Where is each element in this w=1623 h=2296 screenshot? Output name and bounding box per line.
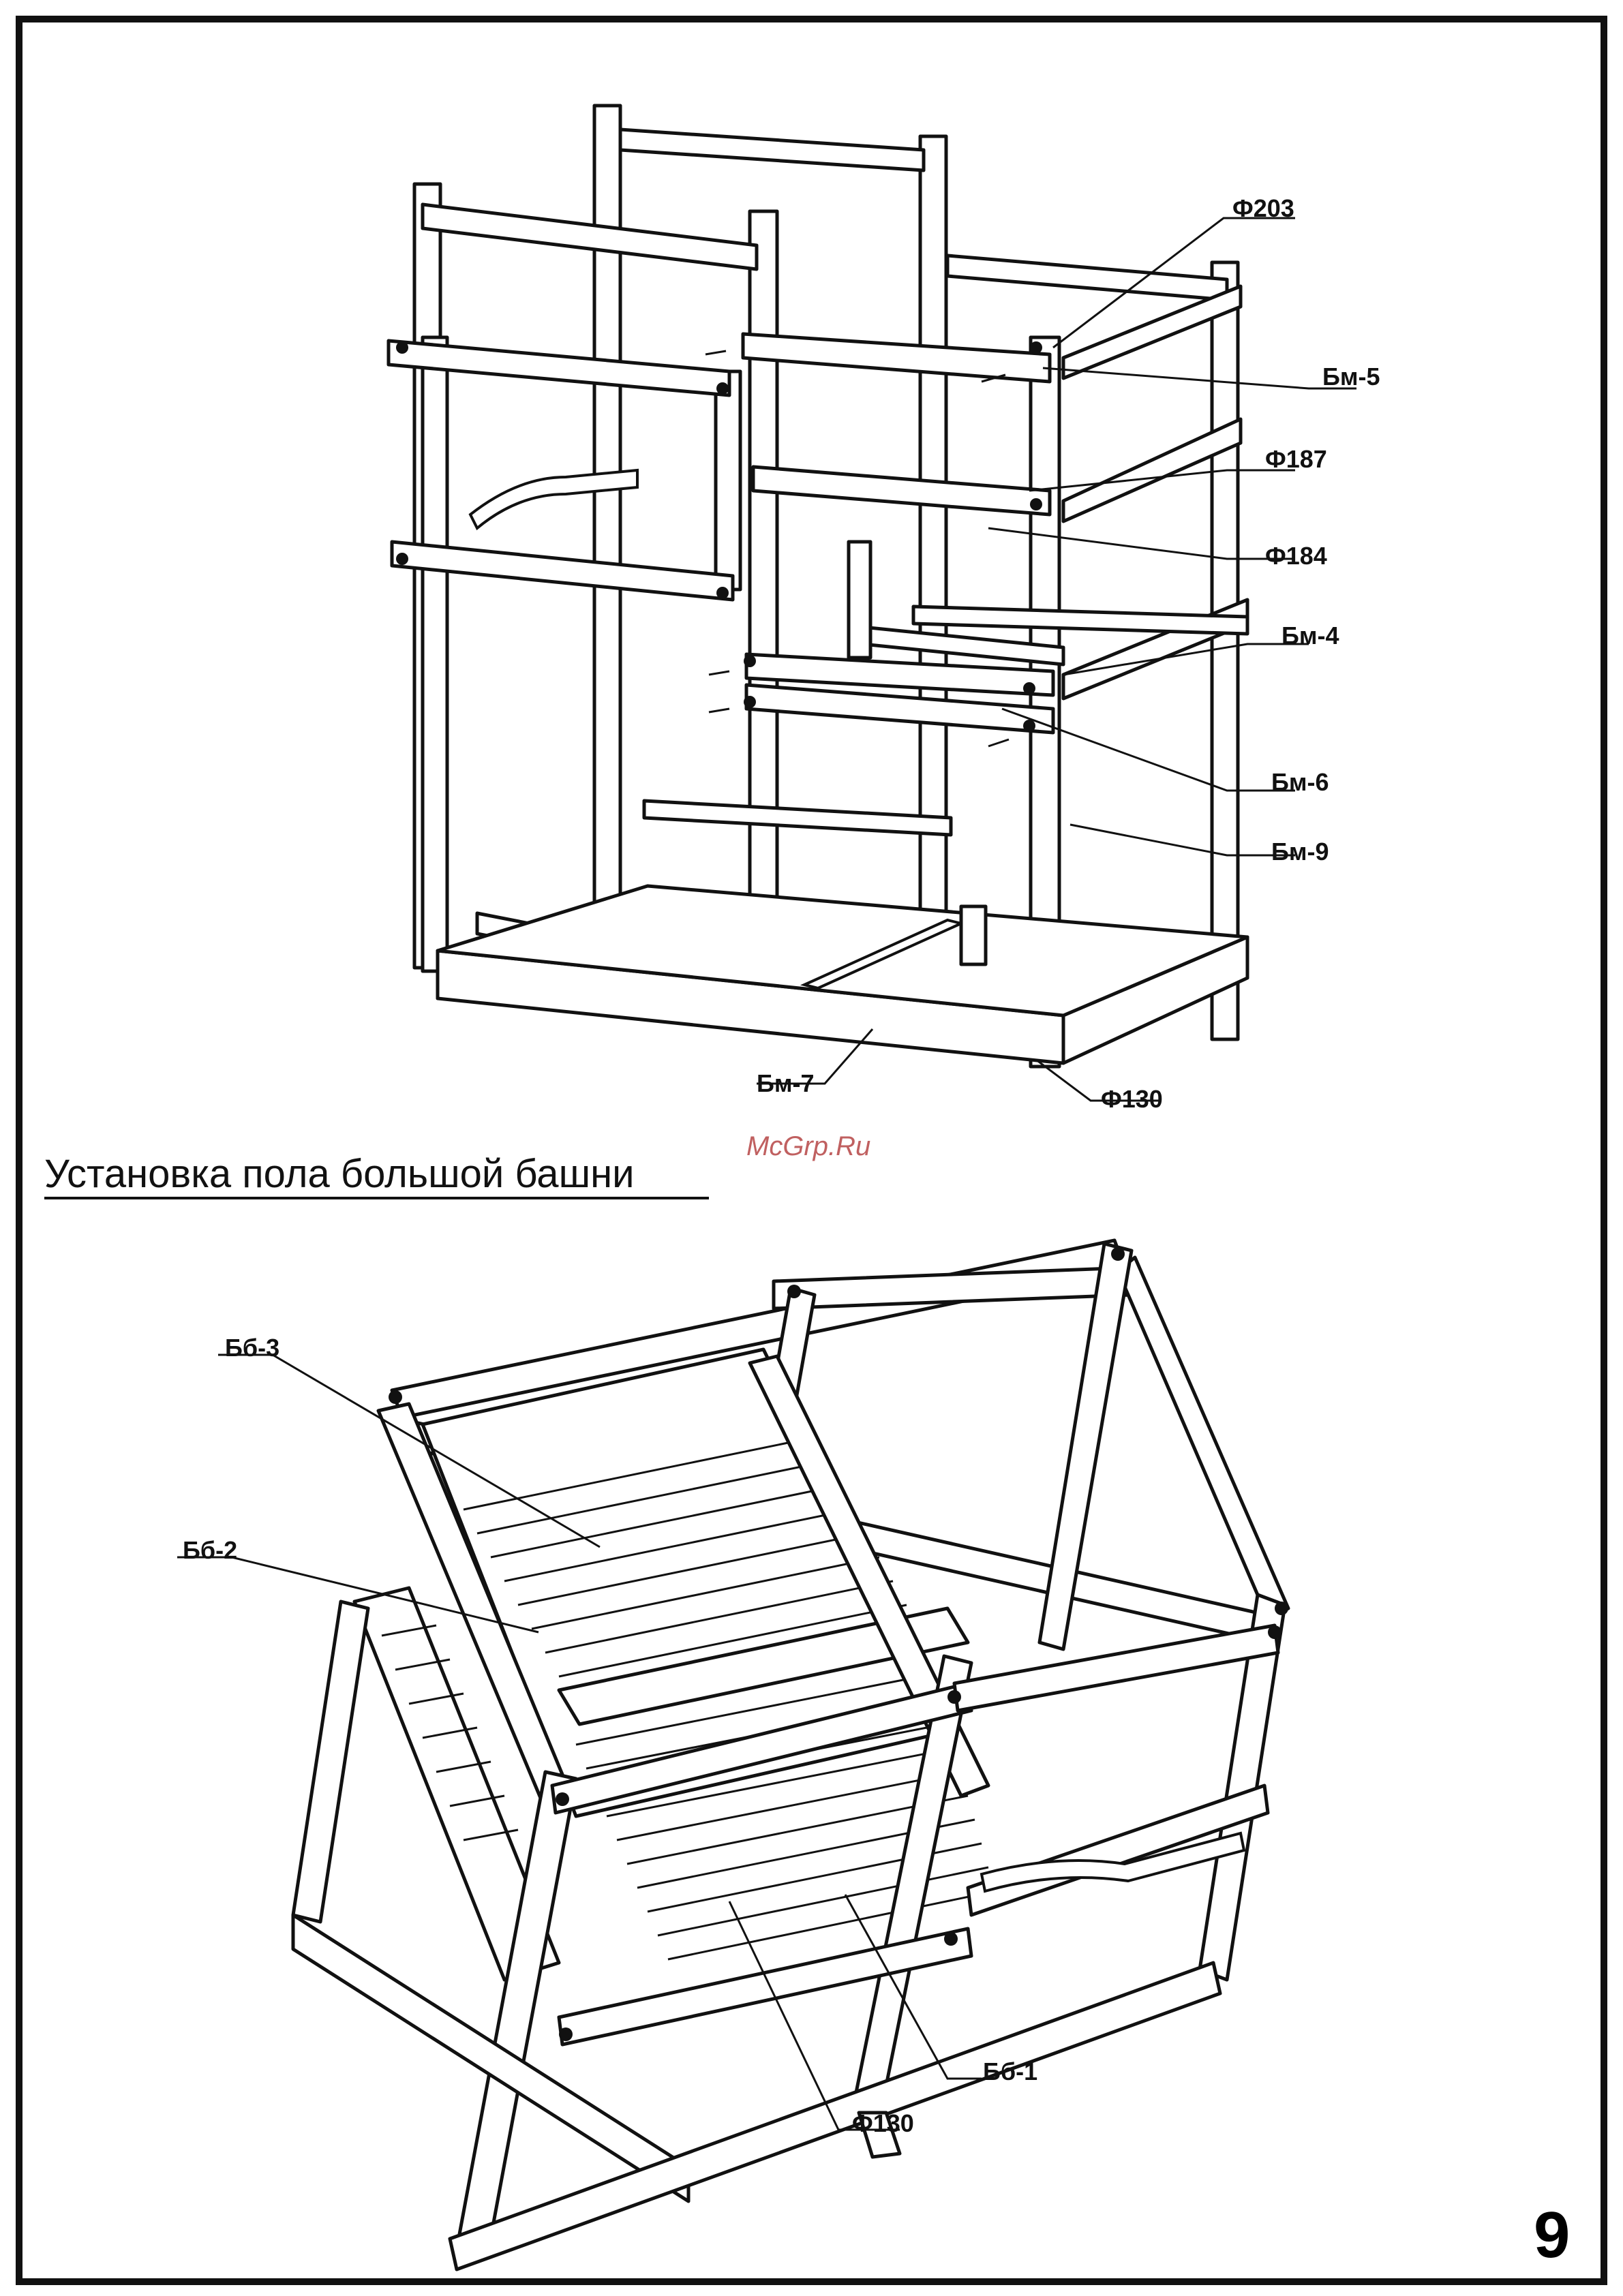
label-f130-top: Ф130 bbox=[1101, 1085, 1163, 1113]
label-bm4: Бм-4 bbox=[1281, 622, 1339, 649]
page-number: 9 bbox=[1534, 2199, 1570, 2271]
label-f203: Ф203 bbox=[1232, 194, 1294, 222]
label-f187: Ф187 bbox=[1265, 445, 1327, 473]
diagram-bottom-frame bbox=[293, 1240, 1288, 2269]
section-title: Установка пола большой башни bbox=[44, 1152, 635, 1196]
watermark: McGrp.Ru bbox=[746, 1131, 870, 1161]
label-bm6: Бм-6 bbox=[1271, 768, 1329, 796]
label-bb3: Бб-3 bbox=[225, 1334, 279, 1362]
label-bm7: Бм-7 bbox=[757, 1069, 815, 1097]
label-bb1: Бб-1 bbox=[983, 2057, 1037, 2085]
label-f130-bottom: Ф130 bbox=[852, 2109, 914, 2137]
label-f184: Ф184 bbox=[1265, 542, 1327, 570]
label-bm5: Бм-5 bbox=[1322, 363, 1380, 391]
label-bb2: Бб-2 bbox=[183, 1536, 237, 1564]
diagram-top-frame bbox=[389, 106, 1247, 1067]
label-bm9: Бм-9 bbox=[1271, 838, 1329, 866]
